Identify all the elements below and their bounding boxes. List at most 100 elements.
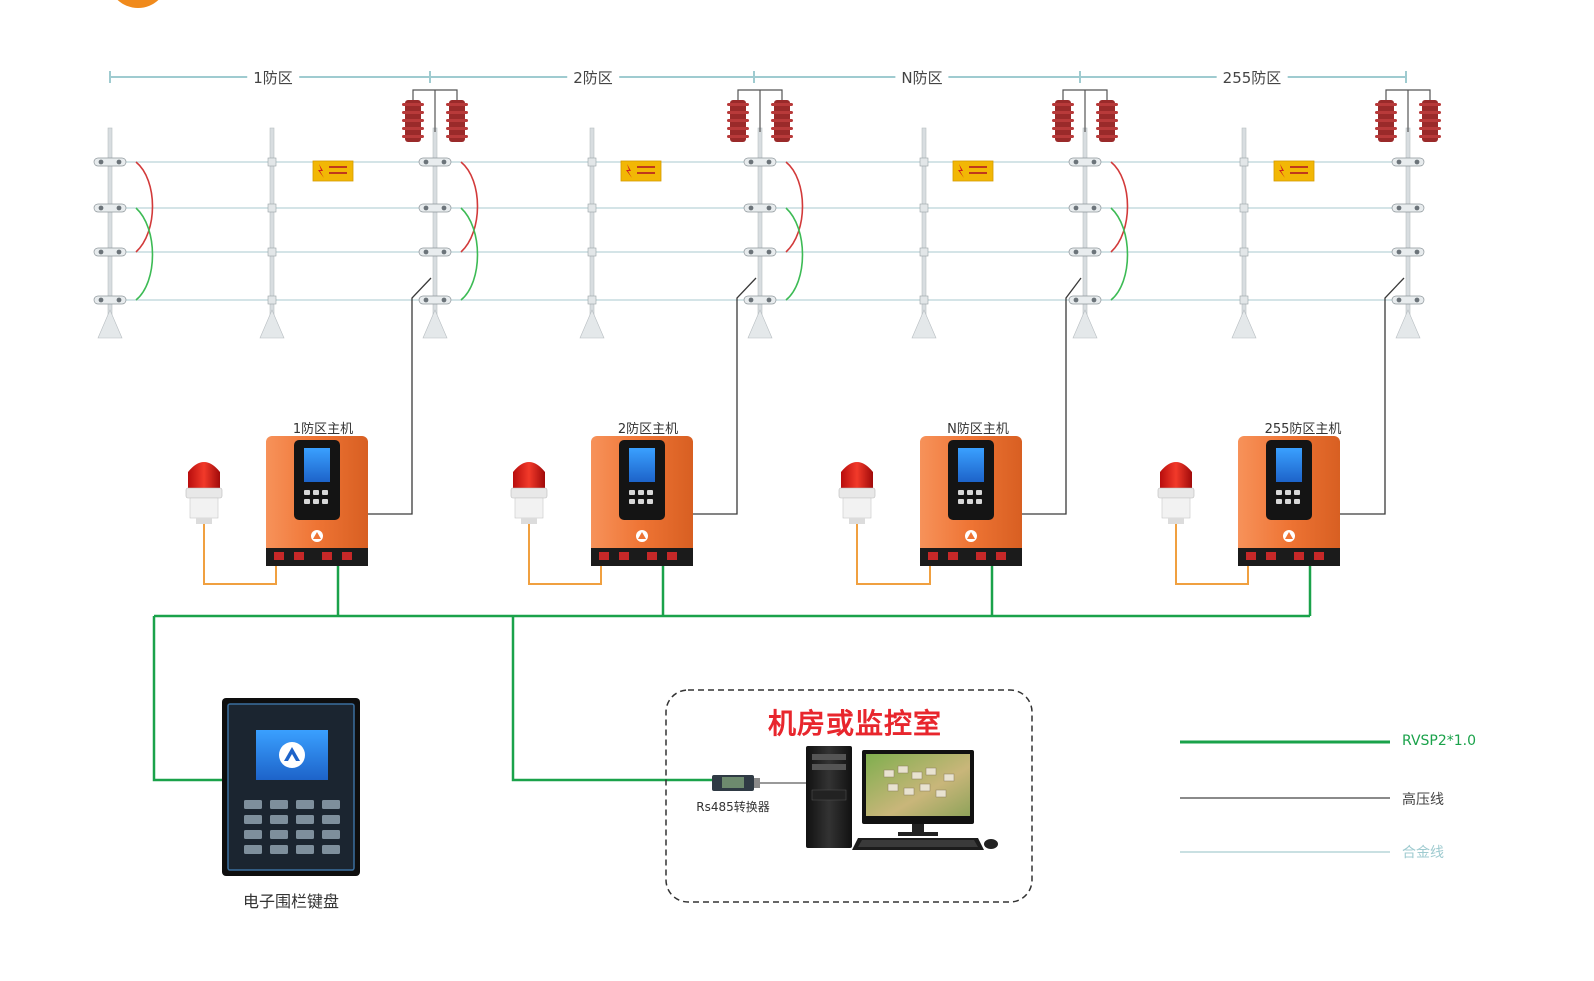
beacon-base xyxy=(514,497,544,519)
warning-sign-2 xyxy=(952,160,994,182)
beacon-dome xyxy=(1160,462,1192,490)
zone-pole-0 xyxy=(93,127,127,339)
clamp-bolt xyxy=(441,205,447,211)
fence-keyboard[interactable] xyxy=(222,698,360,876)
clamp-bolt xyxy=(1073,159,1079,165)
zone-ruler xyxy=(109,71,1407,83)
clamp-bolt xyxy=(1396,249,1402,255)
legend-label-hv: 高压线 xyxy=(1402,792,1444,808)
arrestor-rib xyxy=(727,103,749,106)
arrestor-pair-1 xyxy=(402,89,468,142)
legend-label-rvsp: RVSP2*1.0 xyxy=(1402,733,1477,749)
terminal xyxy=(619,552,629,560)
keypad-key xyxy=(244,845,262,854)
terminal xyxy=(1266,552,1276,560)
control-room xyxy=(665,689,1033,903)
arrestor-rib xyxy=(446,119,468,122)
arrestor-rib xyxy=(1052,119,1074,122)
clamp-bolt xyxy=(1414,297,1420,303)
arrestor-rib xyxy=(771,103,793,106)
pc-mouse[interactable] xyxy=(984,839,998,849)
sign-text-line xyxy=(329,172,347,174)
clamp-bolt xyxy=(1414,249,1420,255)
host-unit-3[interactable] xyxy=(1238,436,1340,566)
beacon-mount xyxy=(196,518,212,524)
pc-keyboard[interactable] xyxy=(852,838,984,850)
terminal xyxy=(976,552,986,560)
host-screen xyxy=(958,448,984,482)
terminal xyxy=(667,552,677,560)
host-unit-1[interactable] xyxy=(591,436,693,566)
arrestor-rib xyxy=(1375,103,1397,106)
wire-holder xyxy=(1239,203,1249,213)
clamp-bolt xyxy=(423,297,429,303)
wire-holder xyxy=(267,157,277,167)
panel-key xyxy=(976,499,982,504)
arrestor-rib xyxy=(771,119,793,122)
terminal xyxy=(647,552,657,560)
arrestor-rib xyxy=(1096,135,1118,138)
arrestor-rib xyxy=(771,127,793,130)
warning-sign-0 xyxy=(312,160,354,182)
keyboard-label: 电子围栏键盘 xyxy=(242,892,340,911)
logo-mark xyxy=(638,532,646,539)
arrestor-rib xyxy=(727,111,749,114)
arrestor-rib xyxy=(1419,119,1441,122)
clamp-bolt xyxy=(766,205,772,211)
arrestor-rib xyxy=(1052,135,1074,138)
terminal xyxy=(342,552,352,560)
lightning-icon xyxy=(318,164,324,178)
arrestor-rib xyxy=(402,111,424,114)
beacon-base xyxy=(842,497,872,519)
jumper-red-2 xyxy=(785,161,804,253)
host-label-2: 2防区主机 xyxy=(617,422,679,437)
panel-key xyxy=(958,499,964,504)
bus-to-keyboard xyxy=(152,616,222,782)
alarm-wire-1 xyxy=(528,520,602,585)
clamp-bolt xyxy=(98,159,104,165)
clamp-bolt xyxy=(98,205,104,211)
keypad-key xyxy=(296,800,314,809)
beacon-base xyxy=(1161,497,1191,519)
arrestor-rib xyxy=(402,119,424,122)
host-label-255: 255防区主机 xyxy=(1264,422,1342,437)
keypad-key xyxy=(244,830,262,839)
beacon-base xyxy=(189,497,219,519)
panel-key xyxy=(1276,499,1282,504)
arrestor-rib xyxy=(1096,119,1118,122)
host-unit-0[interactable] xyxy=(266,436,368,566)
panel-key xyxy=(967,499,973,504)
pole-base xyxy=(1072,309,1098,339)
pole-base xyxy=(911,309,937,339)
fence xyxy=(93,127,1425,339)
wire-holder xyxy=(587,157,597,167)
mid-pole-3 xyxy=(1231,127,1257,339)
host-unit-2[interactable] xyxy=(920,436,1022,566)
arrestor-rib xyxy=(1096,111,1118,114)
lightning-icon xyxy=(1279,164,1285,178)
pc-tower[interactable] xyxy=(806,746,852,848)
zone-pole-1 xyxy=(418,127,452,339)
panel-key xyxy=(976,490,982,495)
wire-holder xyxy=(267,247,277,257)
lightning-icon xyxy=(958,164,964,178)
rs485-converter[interactable] xyxy=(712,775,760,791)
monitor[interactable] xyxy=(862,750,974,836)
zone-label-255: 255防区 xyxy=(1216,67,1288,88)
panel-key xyxy=(322,499,328,504)
wire-holder xyxy=(919,157,929,167)
terminal xyxy=(996,552,1006,560)
zone-pole-2 xyxy=(743,127,777,339)
panel-key xyxy=(1276,490,1282,495)
lightning-icon xyxy=(626,164,632,178)
panel-key xyxy=(1285,490,1291,495)
arrestor-rib xyxy=(446,111,468,114)
logo-mark xyxy=(1285,532,1293,539)
keypad-key xyxy=(270,830,288,839)
clamp-bolt xyxy=(766,249,772,255)
clamp-bolt xyxy=(423,159,429,165)
zone-pole-4 xyxy=(1391,127,1425,339)
terminal xyxy=(599,552,609,560)
